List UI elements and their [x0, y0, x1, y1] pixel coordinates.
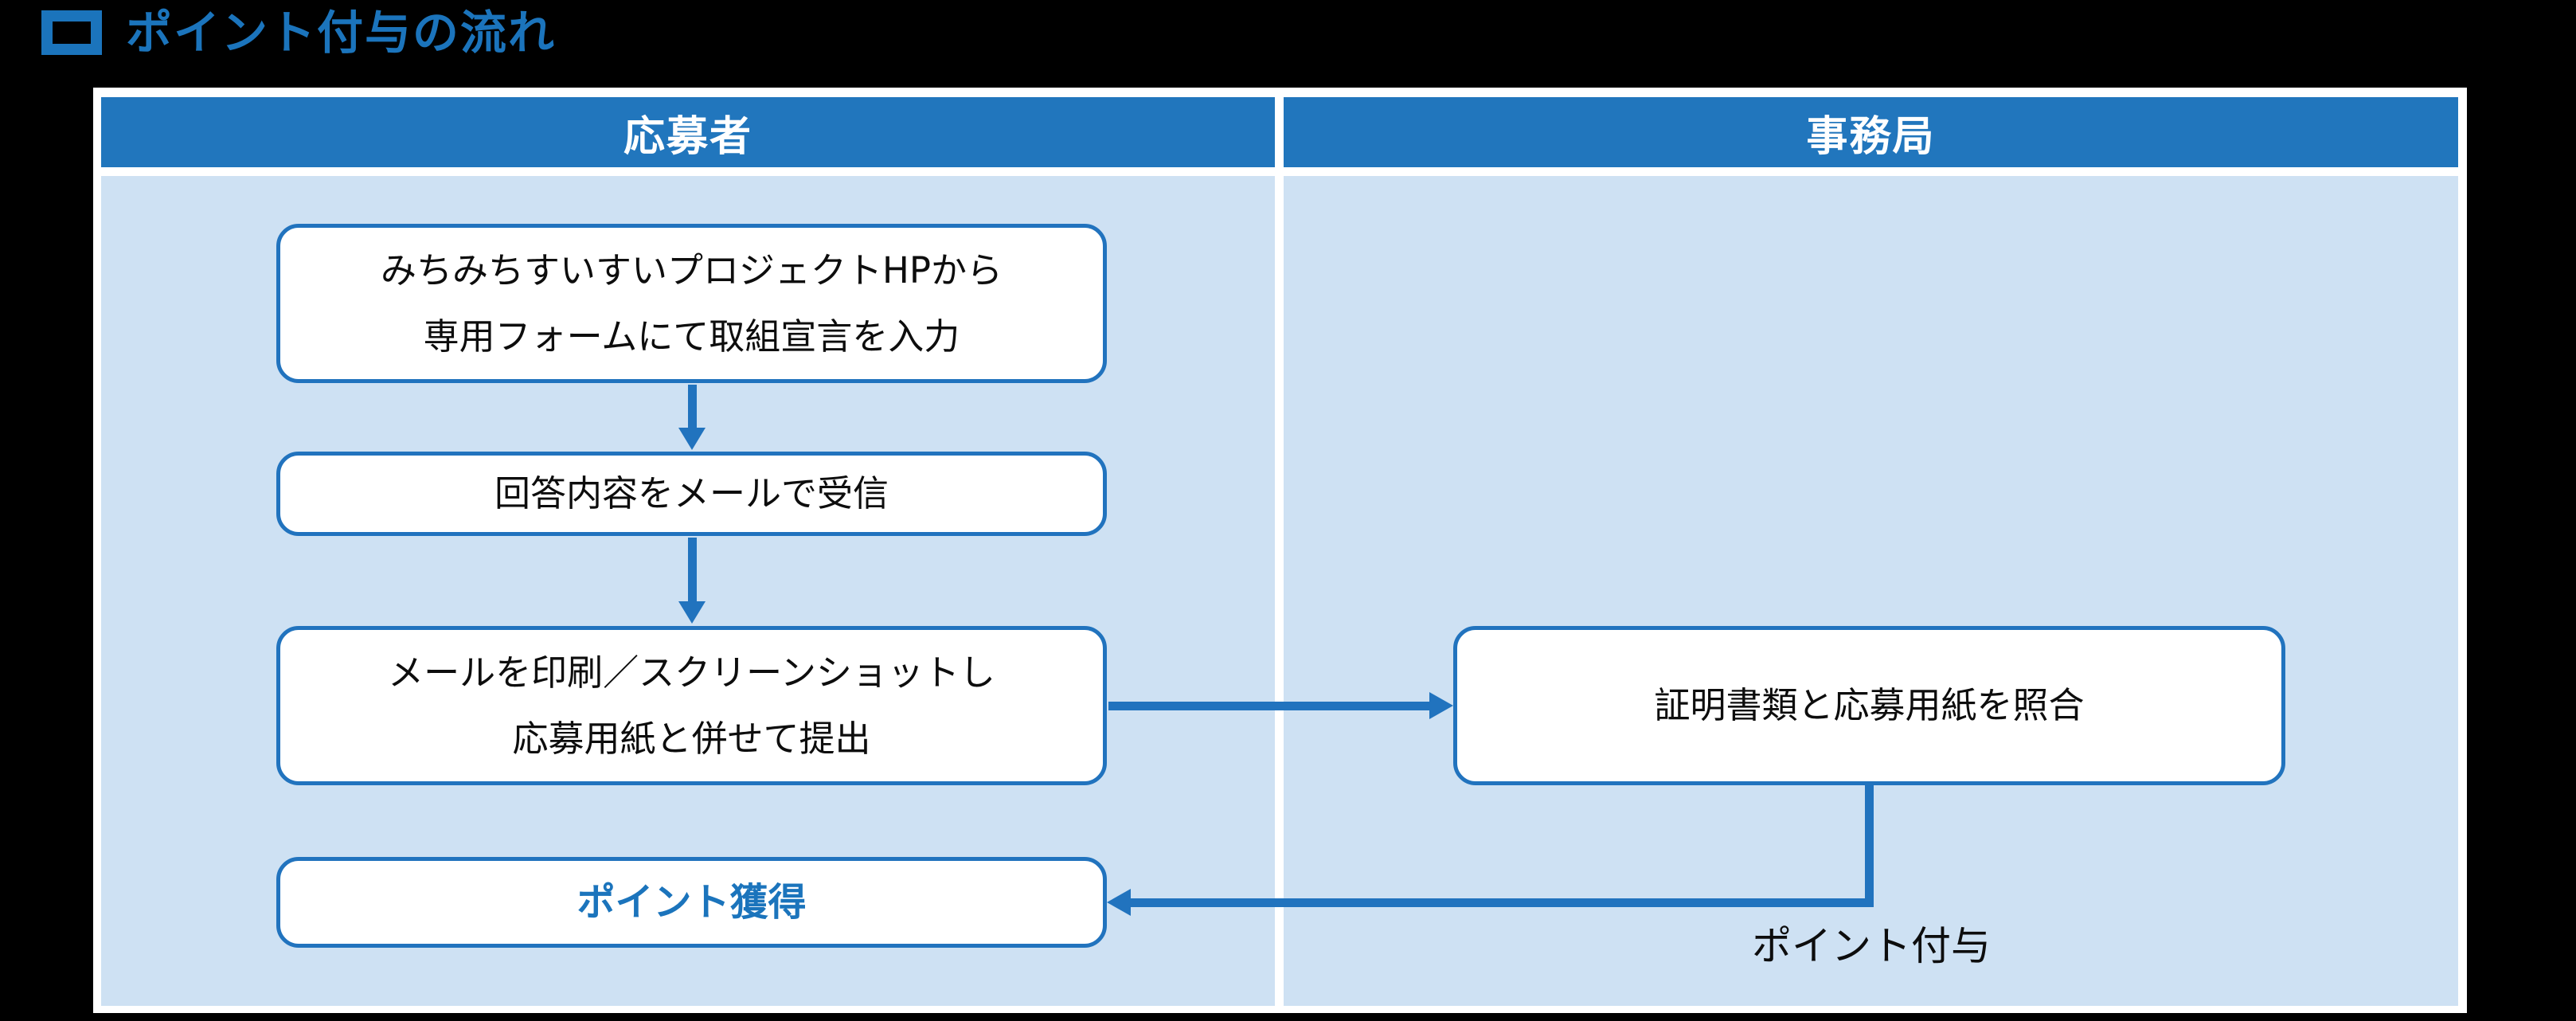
- column-header-applicant: 応募者: [101, 97, 1275, 167]
- step-box-point-earned-label: ポイント獲得: [577, 879, 807, 925]
- point-grant-caption: ポイント付与: [1752, 923, 1991, 969]
- step-box-submit: メールを印刷／スクリーンショットし 応募用紙と併せて提出: [276, 626, 1107, 785]
- arrow-verify-to-point-head-icon: [1107, 889, 1131, 916]
- step-box-receive-mail-label: 回答内容をメールで受信: [494, 472, 889, 515]
- arrow-submit-to-verify-line: [1108, 702, 1429, 710]
- arrow-verify-to-point-horizontal-line: [1131, 898, 1874, 907]
- arrow-verify-to-point-vertical-line: [1865, 785, 1874, 907]
- step-box-receive-mail: 回答内容をメールで受信: [276, 452, 1107, 536]
- column-header-office: 事務局: [1284, 97, 2458, 167]
- square-bullet-icon: [41, 10, 102, 55]
- arrow-mail-to-submit-head-icon: [678, 601, 706, 624]
- step-box-point-earned: ポイント獲得: [276, 857, 1107, 948]
- page-title: ポイント付与の流れ: [126, 6, 557, 60]
- arrow-declaration-to-mail-head-icon: [678, 428, 706, 450]
- arrow-mail-to-submit-line: [688, 538, 697, 603]
- arrow-submit-to-verify-head-icon: [1429, 692, 1453, 719]
- step-box-declaration: みちみちすいすいプロジェクトHPから 専用フォームにて取組宣言を入力: [276, 224, 1107, 383]
- step-box-verify-label: 証明書類と応募用紙を照合: [1654, 684, 2085, 727]
- page-title-row: ポイント付与の流れ: [41, 10, 556, 56]
- step-box-declaration-label: みちみちすいすいプロジェクトHPから 専用フォームにて取組宣言を入力: [381, 248, 1003, 358]
- step-box-verify: 証明書類と応募用紙を照合: [1453, 626, 2285, 785]
- arrow-declaration-to-mail-line: [688, 385, 697, 429]
- step-box-submit-label: メールを印刷／スクリーンショットし 応募用紙と併せて提出: [388, 651, 995, 760]
